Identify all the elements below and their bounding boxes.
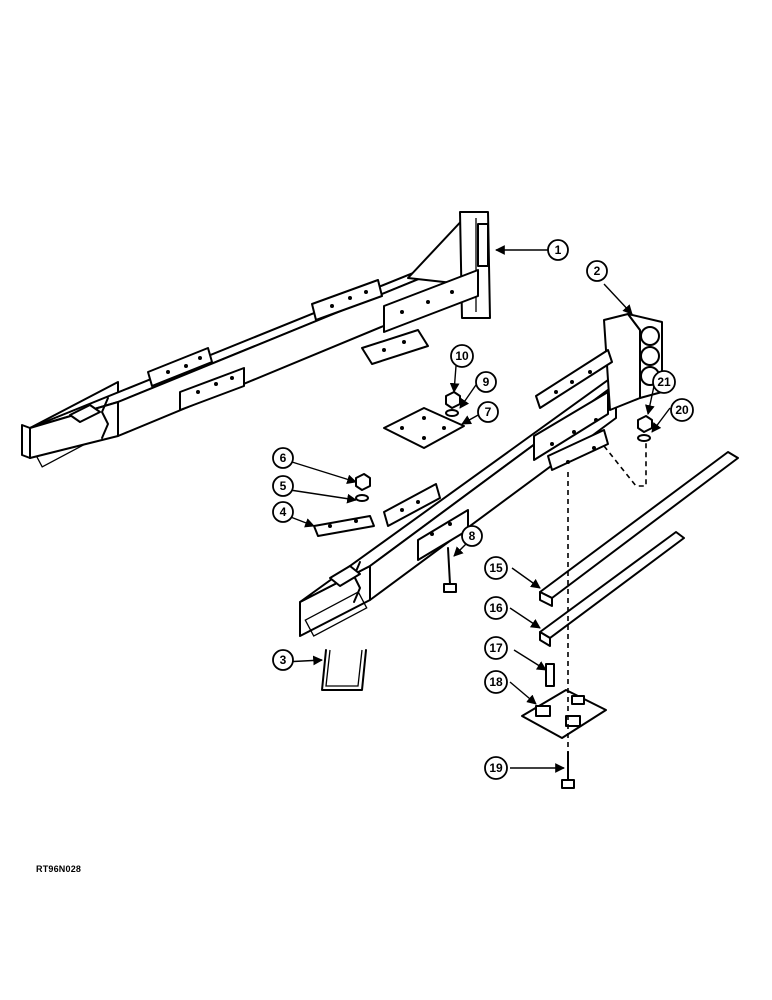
callout-label-8: 8: [469, 529, 476, 543]
callout-20: 20: [670, 398, 694, 422]
nut-10: [445, 391, 461, 409]
callout-15: 15: [484, 556, 508, 580]
callout-label-18: 18: [489, 675, 503, 689]
frame-arm-lower: [299, 313, 663, 637]
callout-label-1: 1: [555, 243, 562, 257]
bar-16: [539, 531, 685, 647]
callout-1: 1: [547, 239, 569, 261]
callout-label-9: 9: [483, 375, 490, 389]
nut-6: [355, 473, 371, 491]
callout-10: 10: [450, 344, 474, 368]
plate-7: [383, 407, 465, 449]
callout-label-16: 16: [489, 601, 503, 615]
callout-16: 16: [484, 596, 508, 620]
callout-7: 7: [477, 401, 499, 423]
washer-20: [637, 434, 651, 442]
callout-label-5: 5: [280, 479, 287, 493]
callout-label-21: 21: [657, 375, 671, 389]
figure-id-label: RT96N028: [36, 864, 82, 874]
bolt-8: [443, 547, 457, 593]
callout-9: 9: [475, 371, 497, 393]
callout-label-7: 7: [485, 405, 492, 419]
strap-4: [313, 515, 375, 537]
callout-label-15: 15: [489, 561, 503, 575]
callout-19: 19: [484, 756, 508, 780]
washer-5: [355, 494, 369, 502]
callout-label-6: 6: [280, 451, 287, 465]
alignment-line-bracket: [603, 440, 647, 487]
callout-3: 3: [272, 649, 294, 671]
pin-17: [545, 663, 555, 687]
callout-8: 8: [461, 525, 483, 547]
callout-2: 2: [586, 260, 608, 282]
bar-15: [539, 451, 739, 607]
callout-18: 18: [484, 670, 508, 694]
callout-21: 21: [652, 370, 676, 394]
callout-6: 6: [272, 447, 294, 469]
callout-label-17: 17: [489, 641, 503, 655]
callout-label-10: 10: [455, 349, 469, 363]
clamp-plate-18: [521, 689, 607, 739]
callout-17: 17: [484, 636, 508, 660]
callout-label-2: 2: [594, 264, 601, 278]
callout-label-20: 20: [675, 403, 689, 417]
washer-9: [445, 409, 459, 417]
bolt-19: [561, 751, 575, 789]
callout-5: 5: [272, 475, 294, 497]
u-bolt-3: [321, 649, 367, 691]
callout-label-4: 4: [280, 505, 287, 519]
callout-4: 4: [272, 501, 294, 523]
callout-label-3: 3: [280, 653, 287, 667]
callout-label-19: 19: [489, 761, 503, 775]
frame-arm-upper: [21, 211, 491, 468]
nut-21: [637, 415, 653, 433]
